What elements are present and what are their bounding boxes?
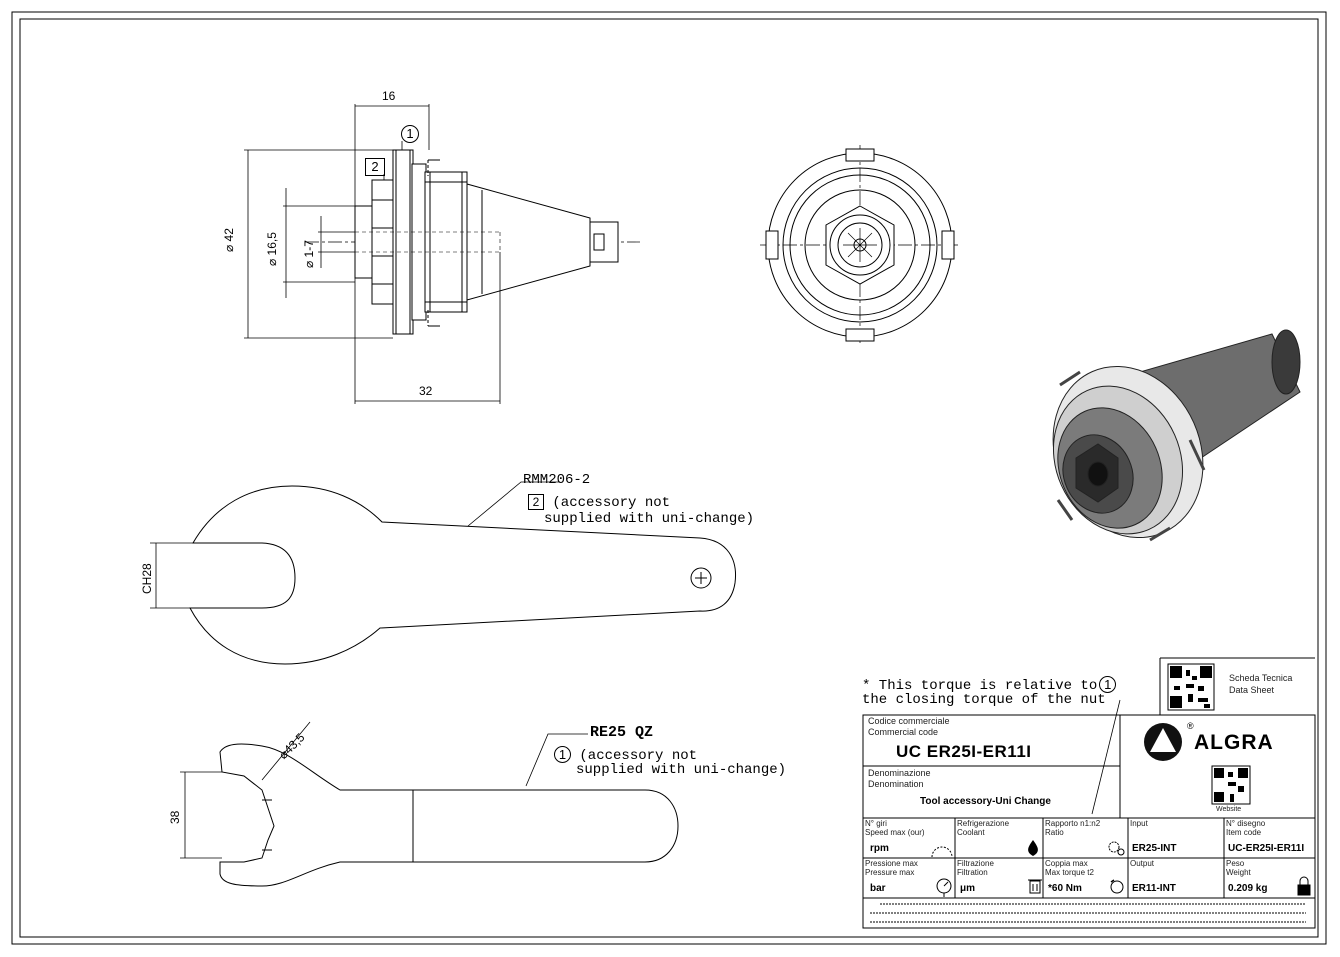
- wrench1-note: 2 (accessory not: [528, 494, 670, 511]
- denomination-value: Tool accessory-Uni Change: [920, 796, 1051, 807]
- dim-dia-1-7: ⌀ 1-7: [302, 240, 316, 268]
- dim-dia-42: ⌀ 42: [222, 228, 236, 252]
- website-label: Website: [1216, 806, 1242, 813]
- pressure-gauge-icon: [936, 878, 952, 897]
- speed-value: rpm: [870, 843, 889, 854]
- pressure-value: bar: [870, 883, 886, 894]
- dim-dia-16-5: ⌀ 16,5: [265, 232, 279, 266]
- denomination-label-it: Denominazione: [868, 768, 931, 778]
- isometric-view: [1052, 329, 1301, 542]
- datasheet-label-it: Scheda Tecnica: [1229, 673, 1293, 683]
- input-value: ER25-INT: [1132, 843, 1177, 854]
- registered-mark: ®: [1187, 721, 1194, 731]
- torque-icon: [1110, 879, 1124, 894]
- dim-ch28: CH28: [140, 563, 154, 594]
- wrench2-note-line2: supplied with uni-change): [576, 762, 787, 778]
- filter-bin-icon: [1028, 879, 1042, 894]
- dim-38: 38: [168, 810, 182, 824]
- wrench-re25qz: [180, 721, 679, 887]
- balloon-2-side: 2: [365, 158, 385, 176]
- weight-value: 0.209 kg: [1228, 883, 1268, 894]
- wrench1-note-line2: supplied with uni-change): [544, 511, 755, 527]
- item-code-value: UC-ER25I-ER11I: [1228, 843, 1305, 854]
- gear-ratio-icon: [1108, 841, 1125, 856]
- torque-value: *60 Nm: [1048, 883, 1082, 894]
- output-labels: Output: [1130, 859, 1155, 868]
- wrench1-code: RMM206-2: [523, 472, 591, 488]
- front-view: [760, 145, 960, 345]
- website-qr-icon: [1211, 765, 1251, 805]
- brand-name: ALGRA: [1194, 731, 1274, 754]
- weight-lock-icon: [1297, 876, 1311, 896]
- title-block-frame: [862, 657, 1316, 929]
- code-label-it: Codice commerciale: [868, 716, 950, 726]
- side-view-dimensions: [244, 104, 501, 404]
- qr-code-icon: [1167, 663, 1215, 711]
- dim-16: 16: [382, 89, 396, 103]
- coolant-drop-icon: [1028, 840, 1038, 856]
- wrench-rmm206: [150, 481, 737, 665]
- wrench2-note: 1 (accessory not: [554, 746, 697, 764]
- torque-note-line2: the closing torque of the nut: [862, 692, 1106, 708]
- algra-logo-icon: [1144, 723, 1182, 761]
- inner-border: [19, 18, 1319, 938]
- outer-border: [11, 11, 1327, 945]
- filtration-value: μm: [960, 883, 976, 894]
- balloon-1-side: 1: [401, 125, 419, 143]
- side-view: [305, 149, 640, 335]
- dim-32: 32: [419, 384, 433, 398]
- fine-print-lines: [870, 903, 1306, 923]
- input-labels: Input: [1130, 819, 1148, 828]
- speed-gauge-icon: [931, 846, 953, 858]
- wrench2-code: RE25 QZ: [590, 724, 654, 741]
- datasheet-label-en: Data Sheet: [1229, 685, 1275, 695]
- output-value: ER11-INT: [1132, 883, 1176, 894]
- denomination-label-en: Denomination: [868, 779, 924, 789]
- commercial-code: UC ER25I-ER11I: [896, 742, 1032, 761]
- code-label-en: Commercial code: [868, 727, 939, 737]
